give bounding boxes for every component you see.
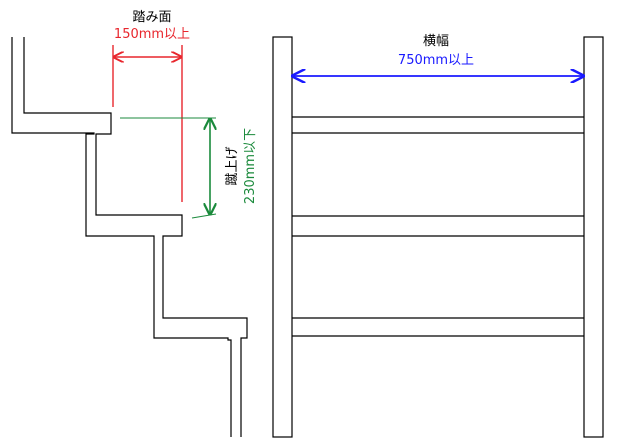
- stair-side-view: [11, 37, 248, 437]
- stair-front-view: [272, 36, 604, 438]
- riser-value: 230mm以下: [243, 128, 258, 204]
- step-bottom: [292, 317, 584, 337]
- riser-title: 蹴上げ: [225, 146, 240, 185]
- step-middle: [292, 215, 584, 237]
- stair-profile-inner: [23, 37, 248, 437]
- stringer-left: [272, 36, 293, 438]
- width-value: 750mm以上: [398, 53, 474, 68]
- tread-title: 踏み面: [132, 10, 171, 25]
- stair-profile-outer: [11, 37, 232, 437]
- stringer-right: [583, 36, 604, 438]
- width-title: 横幅: [423, 34, 449, 49]
- tread-dimension: 踏み面 150mm以上: [112, 10, 190, 202]
- tread-value: 150mm以上: [114, 27, 190, 42]
- width-dimension: 横幅 750mm以上: [293, 34, 583, 76]
- riser-dimension: 蹴上げ 230mm以下: [120, 118, 258, 219]
- riser-extension-bottom: [191, 213, 217, 219]
- step-top: [292, 116, 584, 134]
